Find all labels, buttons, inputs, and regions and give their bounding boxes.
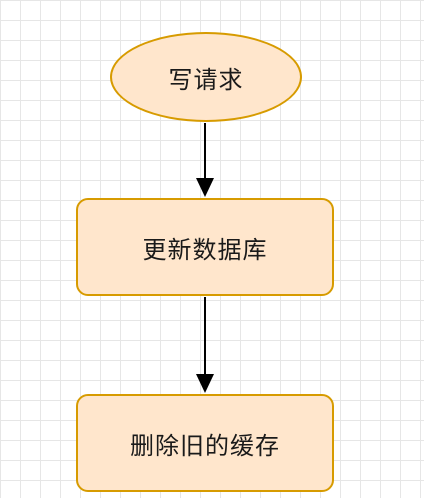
node-delete-old-cache-label: 删除旧的缓存 <box>130 431 280 460</box>
node-update-database-label: 更新数据库 <box>142 235 268 264</box>
node-write-request-label: 写请求 <box>168 65 244 94</box>
arrowhead-update-icon <box>196 178 214 197</box>
node-delete-old-cache[interactable]: 删除旧的缓存 <box>76 394 334 492</box>
arrowhead-delete-icon <box>196 374 214 393</box>
node-update-database[interactable]: 更新数据库 <box>76 198 334 296</box>
node-write-request[interactable]: 写请求 <box>110 32 302 122</box>
